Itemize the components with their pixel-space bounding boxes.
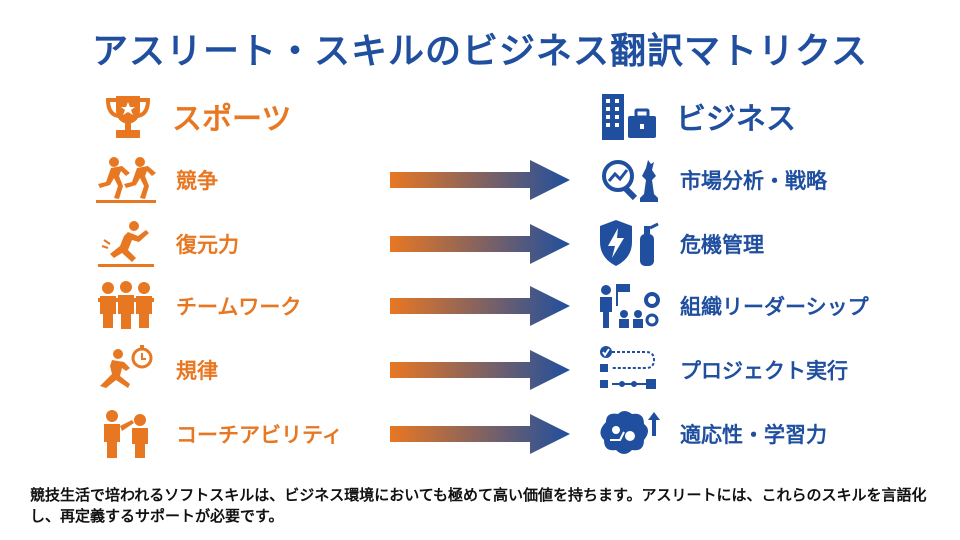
- translation-row: チームワーク 組織リーダーシップ: [0, 278, 960, 334]
- coach-icon: [104, 410, 148, 458]
- trophy-icon: [105, 96, 151, 138]
- arrow-right-icon: [390, 160, 570, 200]
- business-skill-label: プロジェクト実行: [680, 359, 848, 383]
- sport-skill-label: 競争: [176, 169, 218, 193]
- translation-row: コーチアビリティ 適応性・学習力: [0, 406, 960, 462]
- office-briefcase-icon: [602, 94, 656, 140]
- business-skill-label: 組織リーダーシップ: [680, 295, 869, 319]
- business-header-label: ビジネス: [676, 102, 796, 137]
- team-huddle-icon: [98, 281, 154, 329]
- footer-note: 競技生活で培われるソフトスキルは、ビジネス環境においても極めて高い価値を持ちます…: [30, 486, 927, 525]
- sport-skill-label: コーチアビリティ: [176, 423, 343, 447]
- translation-row: 競争 市場分析・戦略: [0, 152, 960, 208]
- shield-extinguisher-icon: [600, 220, 659, 266]
- page-title: アスリート・スキルのビジネス翻訳マトリクス: [92, 31, 868, 72]
- stopwatch-stretch-icon: [100, 345, 153, 388]
- sport-skill-label: 規律: [176, 359, 218, 383]
- brain-gear-icon: [600, 411, 660, 454]
- business-column-header: ビジネス: [598, 90, 796, 142]
- business-skill-label: 市場分析・戦略: [680, 169, 827, 193]
- sports-column-header: スポーツ: [102, 90, 291, 142]
- runners-racing-icon: [96, 157, 156, 203]
- sports-header-label: スポーツ: [172, 102, 292, 137]
- workflow-icon: [600, 346, 656, 389]
- business-skill-label: 危機管理: [680, 233, 764, 257]
- arrow-right-icon: [390, 224, 570, 264]
- sport-skill-label: チームワーク: [176, 295, 302, 319]
- sport-skill-label: 復元力: [176, 233, 239, 257]
- translation-row: 復元力 危機管理: [0, 216, 960, 272]
- arrow-right-icon: [390, 350, 570, 390]
- analytics-chess-icon: [602, 160, 658, 202]
- business-skill-label: 適応性・学習力: [680, 423, 827, 447]
- arrow-right-icon: [390, 286, 570, 326]
- leader-team-icon: [600, 284, 660, 328]
- falling-athlete-icon: [98, 221, 154, 267]
- arrow-right-icon: [390, 414, 570, 454]
- translation-row: 規律 プロジェクト実行: [0, 342, 960, 398]
